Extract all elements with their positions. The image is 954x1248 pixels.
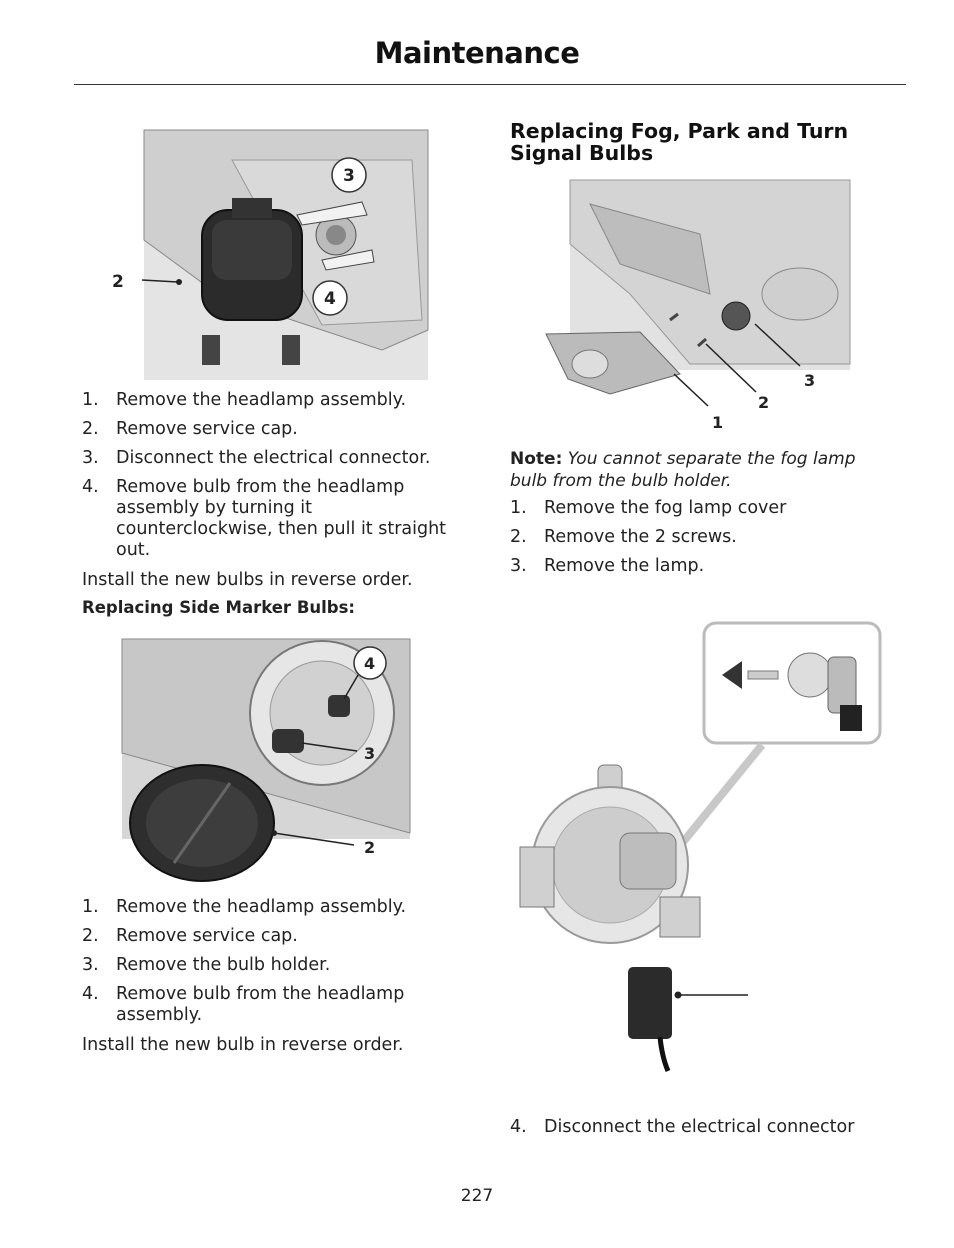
headlamp-bulb-figure: 2 3 4 — [82, 120, 474, 382]
list-item: 3.Remove the bulb holder. — [82, 955, 331, 975]
side-marker-steps: 1.Remove the headlamp assembly. 2.Remove… — [82, 897, 474, 1026]
fog-lamp-steps: 1.Remove the fog lamp cover 2.Remove the… — [510, 498, 890, 577]
fig2-callout: 4 — [364, 654, 375, 673]
list-item: 2.Remove the 2 screws. — [510, 527, 737, 547]
list-item: 1.Remove the headlamp assembly. — [82, 390, 407, 410]
headlamp-install-text: Install the new bulbs in reverse order. — [82, 570, 413, 590]
fog-lamp-figure: 3 2 1 — [510, 174, 890, 434]
fog-lamp-step-4: 4.Disconnect the electrical connector — [510, 1117, 890, 1138]
fig2-callout: 3 — [364, 744, 375, 763]
right-column: Replacing Fog, Park and Turn Signal Bulb… — [510, 120, 890, 1146]
fog-lamp-illustration: 3 2 1 — [545, 179, 851, 432]
fig1-callout: 4 — [324, 289, 336, 309]
list-item: 1.Remove the headlamp assembly. — [82, 897, 407, 917]
fig3-callout: 1 — [712, 413, 723, 432]
side-marker-install-text: Install the new bulb in reverse order. — [82, 1035, 404, 1055]
header-rule — [74, 84, 906, 85]
fog-bulb-connector-illustration — [519, 621, 882, 1072]
list-item: 3.Remove the lamp. — [510, 556, 705, 576]
left-column: 2 3 4 1.Remove the headlamp assembly. 2.… — [82, 120, 474, 1056]
side-marker-illustration: 4 3 2 — [121, 638, 411, 882]
list-item: 2.Remove service cap. — [82, 926, 298, 946]
fog-bulb-connector-figure — [510, 617, 890, 1077]
note-paragraph: Note: You cannot separate the fog lamp b… — [510, 448, 890, 492]
side-marker-figure: 4 3 2 — [82, 633, 474, 883]
list-item: 1.Remove the fog lamp cover — [510, 498, 787, 518]
fig2-callout: 2 — [364, 838, 375, 857]
note-label: Note: — [510, 449, 563, 469]
note-text: You cannot separate the fog lamp bulb fr… — [510, 449, 856, 491]
page-number: 227 — [460, 1186, 494, 1206]
list-item: 3.Disconnect the electrical connector. — [82, 448, 431, 468]
fig1-callout: 3 — [343, 166, 355, 186]
headlamp-steps: 1.Remove the headlamp assembly. 2.Remove… — [82, 390, 474, 561]
list-item: 4.Remove bulb from the headlamp assembly… — [82, 477, 447, 560]
side-marker-heading: Replacing Side Marker Bulbs: — [82, 598, 356, 617]
fig3-callout: 2 — [758, 393, 769, 412]
list-item: 4.Remove bulb from the headlamp assembly… — [82, 984, 405, 1025]
fig1-callout: 2 — [112, 272, 124, 292]
page-title: Maintenance — [374, 36, 580, 70]
fig3-callout: 3 — [804, 371, 815, 390]
list-item: 4.Disconnect the electrical connector — [510, 1117, 855, 1137]
section-title: Replacing Fog, Park and Turn Signal Bulb… — [510, 119, 849, 165]
headlamp-bulb-illustration: 2 3 4 — [112, 129, 429, 380]
list-item: 2.Remove service cap. — [82, 419, 298, 439]
